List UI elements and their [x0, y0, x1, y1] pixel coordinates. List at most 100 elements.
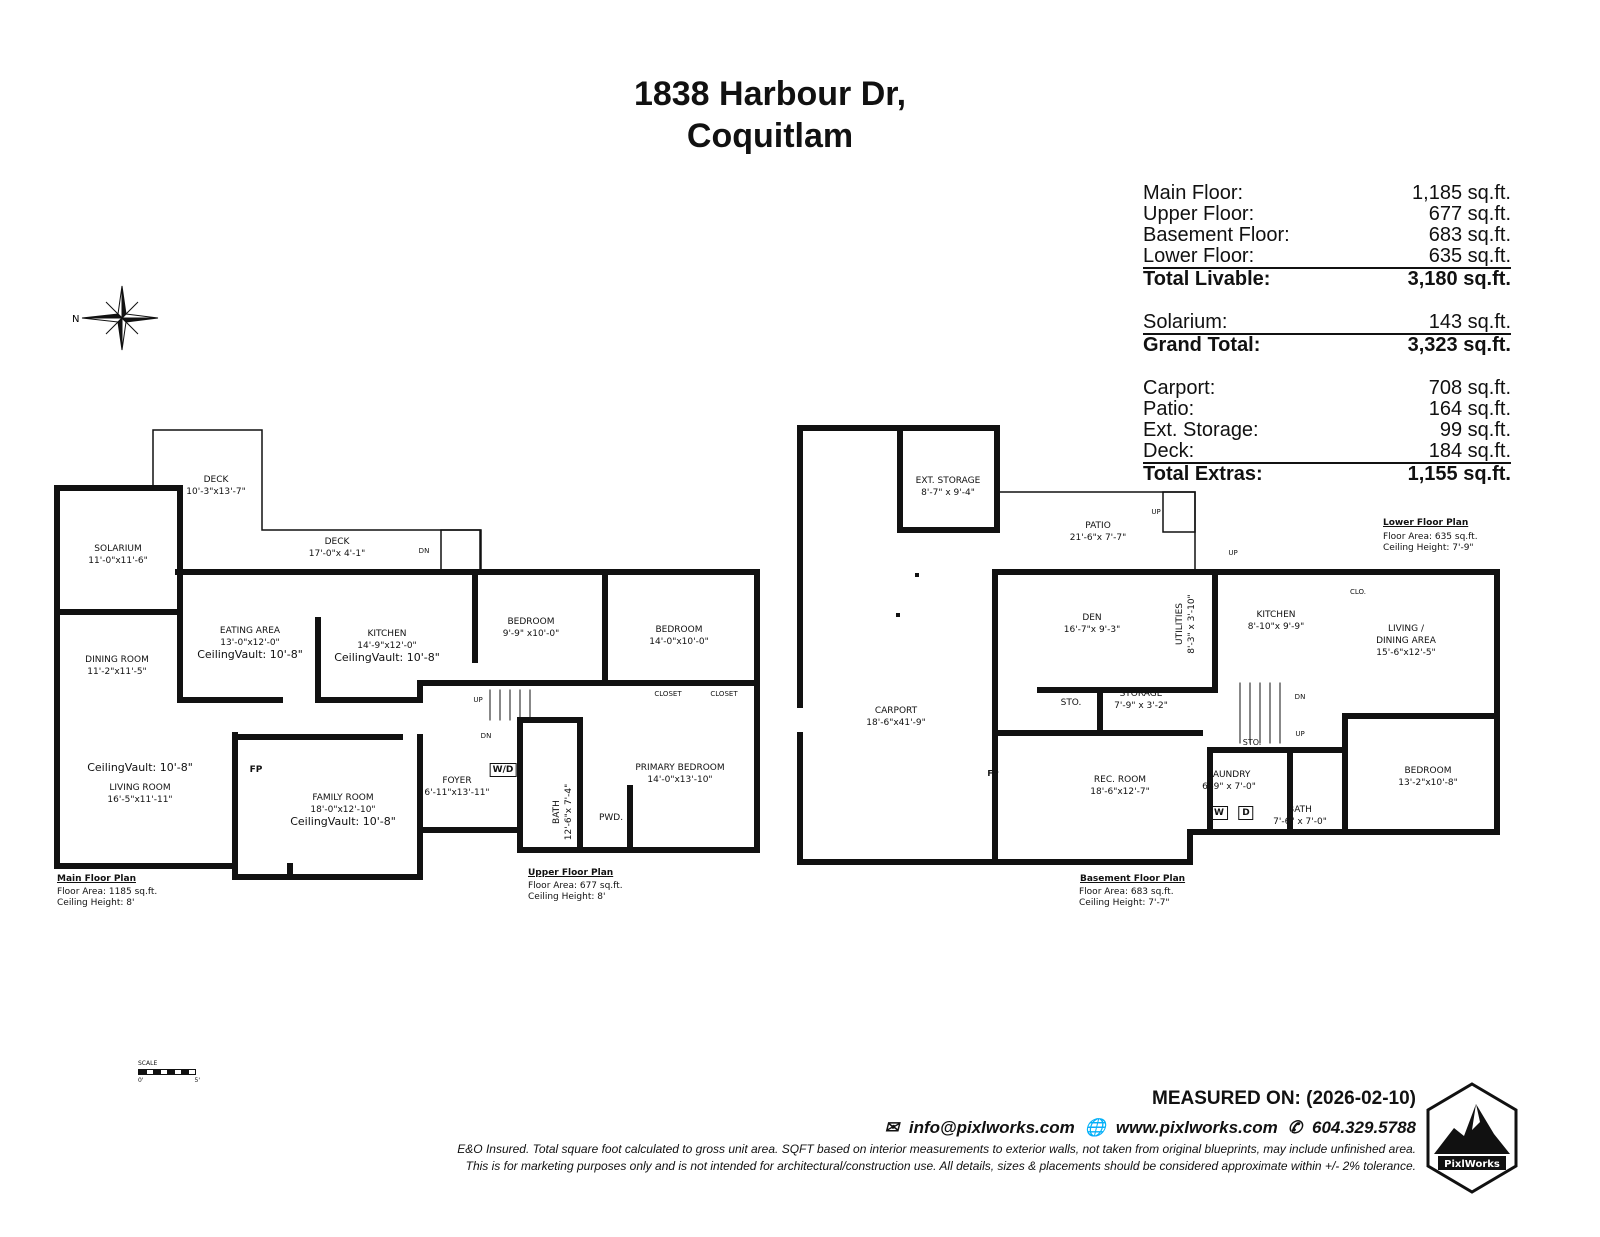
- north-label: N: [72, 314, 79, 325]
- room-dim: 7'-9" x 3'-2": [1114, 701, 1168, 711]
- phone-number: 604.329.5788: [1312, 1118, 1416, 1137]
- room-name: FOYER: [442, 776, 472, 786]
- washer-dryer: W/D: [489, 763, 517, 777]
- disclaimer-line-2: This is for marketing purposes only and …: [465, 1159, 1416, 1173]
- summary-row: Patio:164 sq.ft.: [1143, 399, 1511, 420]
- room-ceiling: CeilingVault: 10'-8": [290, 815, 396, 828]
- label: Solarium:: [1143, 311, 1228, 333]
- value: 143 sq.ft.: [1428, 311, 1511, 333]
- grand-total: Grand Total:3,323 sq.ft.: [1143, 333, 1511, 356]
- value: 3,323 sq.ft.: [1407, 334, 1511, 356]
- room-ceiling: CeilingVault: 10'-8": [197, 648, 303, 661]
- room-dim: 18'-6"x12'-7": [1090, 787, 1150, 797]
- stairs-up-label: UP: [1295, 730, 1305, 738]
- stairs-up-label: UP: [1151, 508, 1161, 516]
- room-storage: STO.: [1242, 738, 1262, 747]
- logo-text: PixlWorks: [1444, 1159, 1500, 1170]
- room-name: UTILITIES: [1175, 603, 1185, 645]
- website-link[interactable]: www.pixlworks.com: [1115, 1118, 1278, 1137]
- ceiling-height: Ceiling Height: 8': [57, 898, 135, 908]
- room-ceiling: CeilingVault: 10'-8": [87, 761, 193, 774]
- room-name: CARPORT: [874, 706, 918, 716]
- room-dim: 10'-3"x13'-7": [186, 487, 246, 497]
- room-name: DECK: [324, 537, 350, 547]
- main-floor-walls: [54, 485, 760, 880]
- label: Upper Floor:: [1143, 203, 1255, 225]
- stairs-down-label: DN: [418, 547, 430, 555]
- main-floor-plan-title: Main Floor Plan: [57, 874, 136, 884]
- room-ceiling: CeilingVault: 10'-8": [334, 651, 440, 664]
- room-storage: STO.: [1060, 698, 1082, 708]
- room-storage: STORAGE 7'-9" x 3'-2": [1114, 688, 1168, 712]
- room-bedroom: BEDROOM 14'-0"x10'-0": [649, 624, 708, 648]
- contact-info: ✉info@pixlworks.com 🌐www.pixlworks.com ✆…: [885, 1118, 1416, 1138]
- summary-row: Ext. Storage:99 sq.ft.: [1143, 420, 1511, 441]
- basement-floor-plan-title: Basement Floor Plan: [1080, 874, 1186, 884]
- scale-bar: SCALE 0'5': [138, 1060, 200, 1084]
- upper-floor-plan-info: Floor Area: 677 sq.ft.Ceiling Height: 8': [528, 881, 623, 903]
- fireplace: FP: [249, 765, 263, 775]
- washer: W: [1210, 806, 1228, 820]
- label: Ext. Storage:: [1143, 419, 1259, 441]
- email-link[interactable]: info@pixlworks.com: [908, 1118, 1075, 1137]
- address-line-1: 1838 Harbour Dr,: [633, 75, 907, 113]
- summary-row: Basement Floor:683 sq.ft.: [1143, 225, 1511, 246]
- closet-label: CLOSET: [654, 690, 682, 698]
- room-dim: 17'-0"x 4'-1": [308, 549, 366, 559]
- summary-row: Deck:184 sq.ft.: [1143, 441, 1511, 462]
- room-dim: 15'-6"x12'-5": [1376, 648, 1436, 658]
- basement-floor-plan-info: Floor Area: 683 sq.ft.Ceiling Height: 7'…: [1079, 887, 1174, 909]
- total-livable: Total Livable:3,180 sq.ft.: [1143, 267, 1511, 290]
- room-name: SOLARIUM: [94, 544, 142, 554]
- room-dim: 7'-6" x 7'-0": [1273, 817, 1327, 827]
- label: Patio:: [1143, 398, 1195, 420]
- floor-area: Floor Area: 683 sq.ft.: [1079, 887, 1174, 897]
- lower-floor-plan-info: Floor Area: 635 sq.ft.Ceiling Height: 7'…: [1383, 532, 1478, 554]
- area-summary: Main Floor:1,185 sq.ft. Upper Floor:677 …: [1143, 183, 1511, 485]
- value: 677 sq.ft.: [1428, 203, 1511, 225]
- globe-icon: 🌐: [1084, 1118, 1106, 1137]
- lower-floor-plan-title: Lower Floor Plan: [1383, 518, 1469, 528]
- room-solarium: SOLARIUM 11'-0"x11'-6": [88, 543, 147, 567]
- room-dim: 11'-0"x11'-6": [88, 556, 148, 566]
- room-name: STORAGE: [1119, 689, 1163, 699]
- room-name: BATH: [1288, 805, 1312, 815]
- label: Basement Floor:: [1143, 224, 1290, 246]
- fireplace: FP: [987, 769, 999, 778]
- basement-floor-walls: [797, 425, 1500, 865]
- room-name: EXT. STORAGE: [915, 476, 981, 486]
- ceiling-height: Ceiling Height: 7'-9": [1383, 543, 1474, 553]
- address-line-2: Coquitlam: [686, 117, 854, 155]
- room-dim: 6'-11"x13'-11": [424, 788, 490, 798]
- room-dim: 12'-6"x 7'-4": [564, 783, 574, 841]
- room-dim: 8'-10"x 9'-9": [1247, 622, 1305, 632]
- label: Total Extras:: [1143, 463, 1263, 485]
- stairs: [489, 682, 1281, 744]
- measured-date: MEASURED ON: (2026-02-10): [1152, 1088, 1416, 1109]
- room-dim: 18'-0"x12'-10": [310, 805, 376, 815]
- room-dim: 8'-3" x 3'-10": [1187, 594, 1197, 654]
- room-dim: 13'-2"x10'-8": [1398, 778, 1458, 788]
- value: 708 sq.ft.: [1428, 377, 1511, 399]
- phone-icon: ✆: [1287, 1118, 1302, 1137]
- main-floor-plan-info: Floor Area: 1185 sq.ft.Ceiling Height: 8…: [57, 887, 157, 909]
- value: 1,155 sq.ft.: [1407, 463, 1511, 485]
- room-deck: DECK 17'-0"x 4'-1": [309, 536, 366, 560]
- room-name: DINING AREA: [1376, 636, 1436, 646]
- room-dim: 14'-0"x10'-0": [649, 637, 709, 647]
- label: Main Floor:: [1143, 182, 1244, 204]
- stairs-down-label: DN: [1294, 693, 1306, 701]
- room-name: BEDROOM: [655, 625, 703, 635]
- disclaimer-line-1: E&O Insured. Total square foot calculate…: [457, 1142, 1416, 1156]
- label: Carport:: [1143, 377, 1216, 399]
